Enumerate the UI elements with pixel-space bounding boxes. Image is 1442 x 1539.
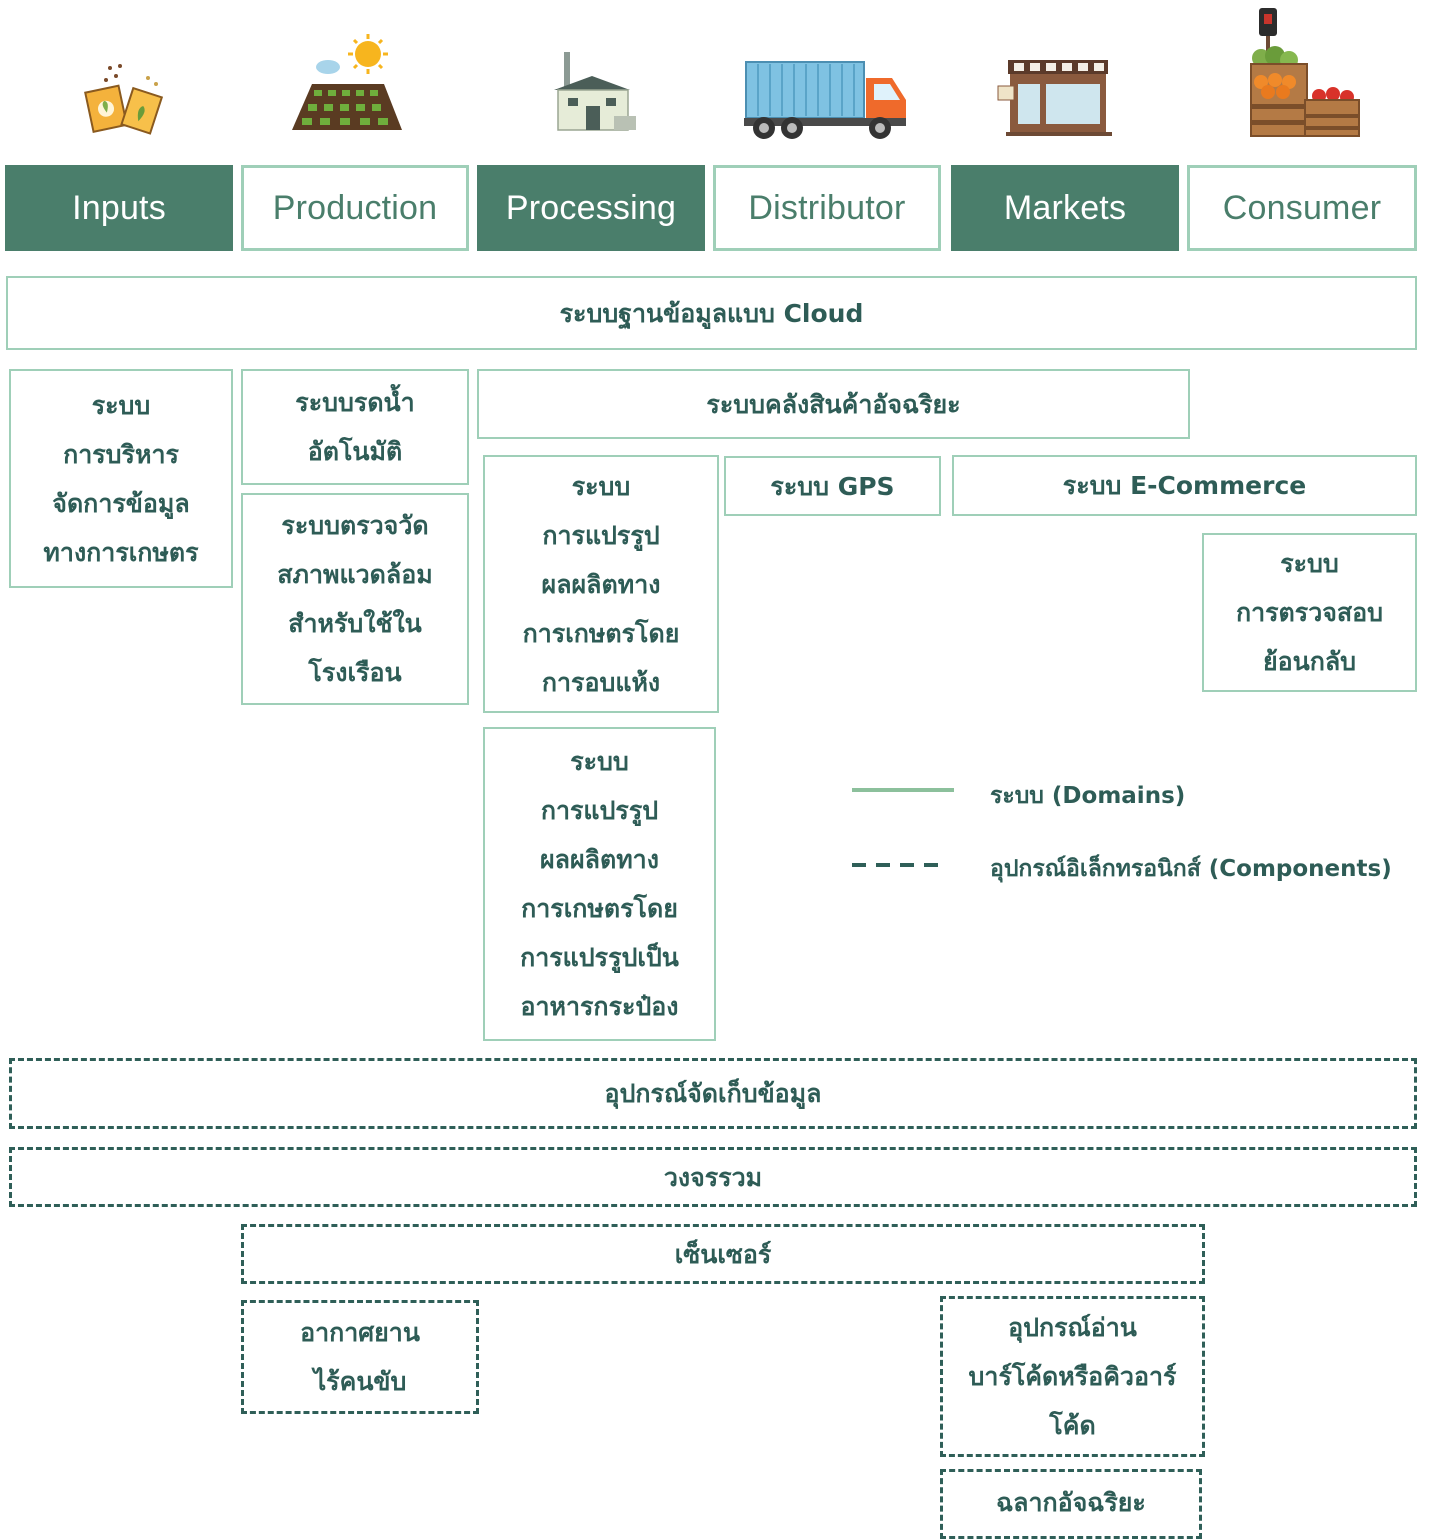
legend-components-label: อุปกรณ์อิเล็กทรอนิกส์ (Components) [990,856,1392,882]
stage-production: Production [241,165,469,251]
auto-watering-system: ระบบรดน้ำ อัตโนมัติ [241,369,469,485]
drying-processing-system: ระบบ การแปรรูป ผลผลิตทาง การเกษตรโดย การ… [483,455,719,713]
farm-field-icon [292,34,402,130]
greenhouse-monitoring-system: ระบบตรวจวัด สภาพแวดล้อม สำหรับใช้ใน โรงเ… [241,493,469,705]
produce-crates-icon [1250,8,1360,137]
truck-icon [744,61,906,139]
data-storage-device: อุปกรณ์จัดเก็บข้อมูล [9,1058,1417,1129]
drone: อากาศยาน ไร้คนขับ [241,1300,479,1414]
sensor: เซ็นเซอร์ [241,1224,1205,1284]
farm-data-management-system: ระบบ การบริหาร จัดการข้อมูล ทางการเกษตร [9,369,233,588]
legend-dashed-line [852,863,948,867]
traceability-system: ระบบ การตรวจสอบ ย้อนกลับ [1202,533,1417,692]
stage-distributor: Distributor [713,165,941,251]
smart-warehouse-system: ระบบคลังสินค้าอัจฉริยะ [477,369,1190,439]
legend-solid-line [852,788,954,792]
stage-markets: Markets [951,165,1179,251]
shop-icon [997,60,1112,136]
seed-packets-icon [84,64,164,135]
factory-icon [554,52,636,131]
smart-label: ฉลากอัจฉริยะ [940,1469,1202,1539]
gps-system: ระบบ GPS [724,456,941,516]
integrated-circuit: วงจรรวม [9,1147,1417,1207]
barcode-qr-reader: อุปกรณ์อ่าน บาร์โค้ดหรือคิวอาร์ โค้ด [940,1296,1205,1457]
canning-processing-system: ระบบ การแปรรูป ผลผลิตทาง การเกษตรโดย การ… [483,727,716,1041]
stage-processing: Processing [477,165,705,251]
ecommerce-system: ระบบ E-Commerce [952,455,1417,516]
stage-inputs: Inputs [5,165,233,251]
legend-domains-label: ระบบ (Domains) [990,783,1186,809]
stage-consumer: Consumer [1187,165,1417,251]
cloud-database-system: ระบบฐานข้อมูลแบบ Cloud [6,276,1417,350]
